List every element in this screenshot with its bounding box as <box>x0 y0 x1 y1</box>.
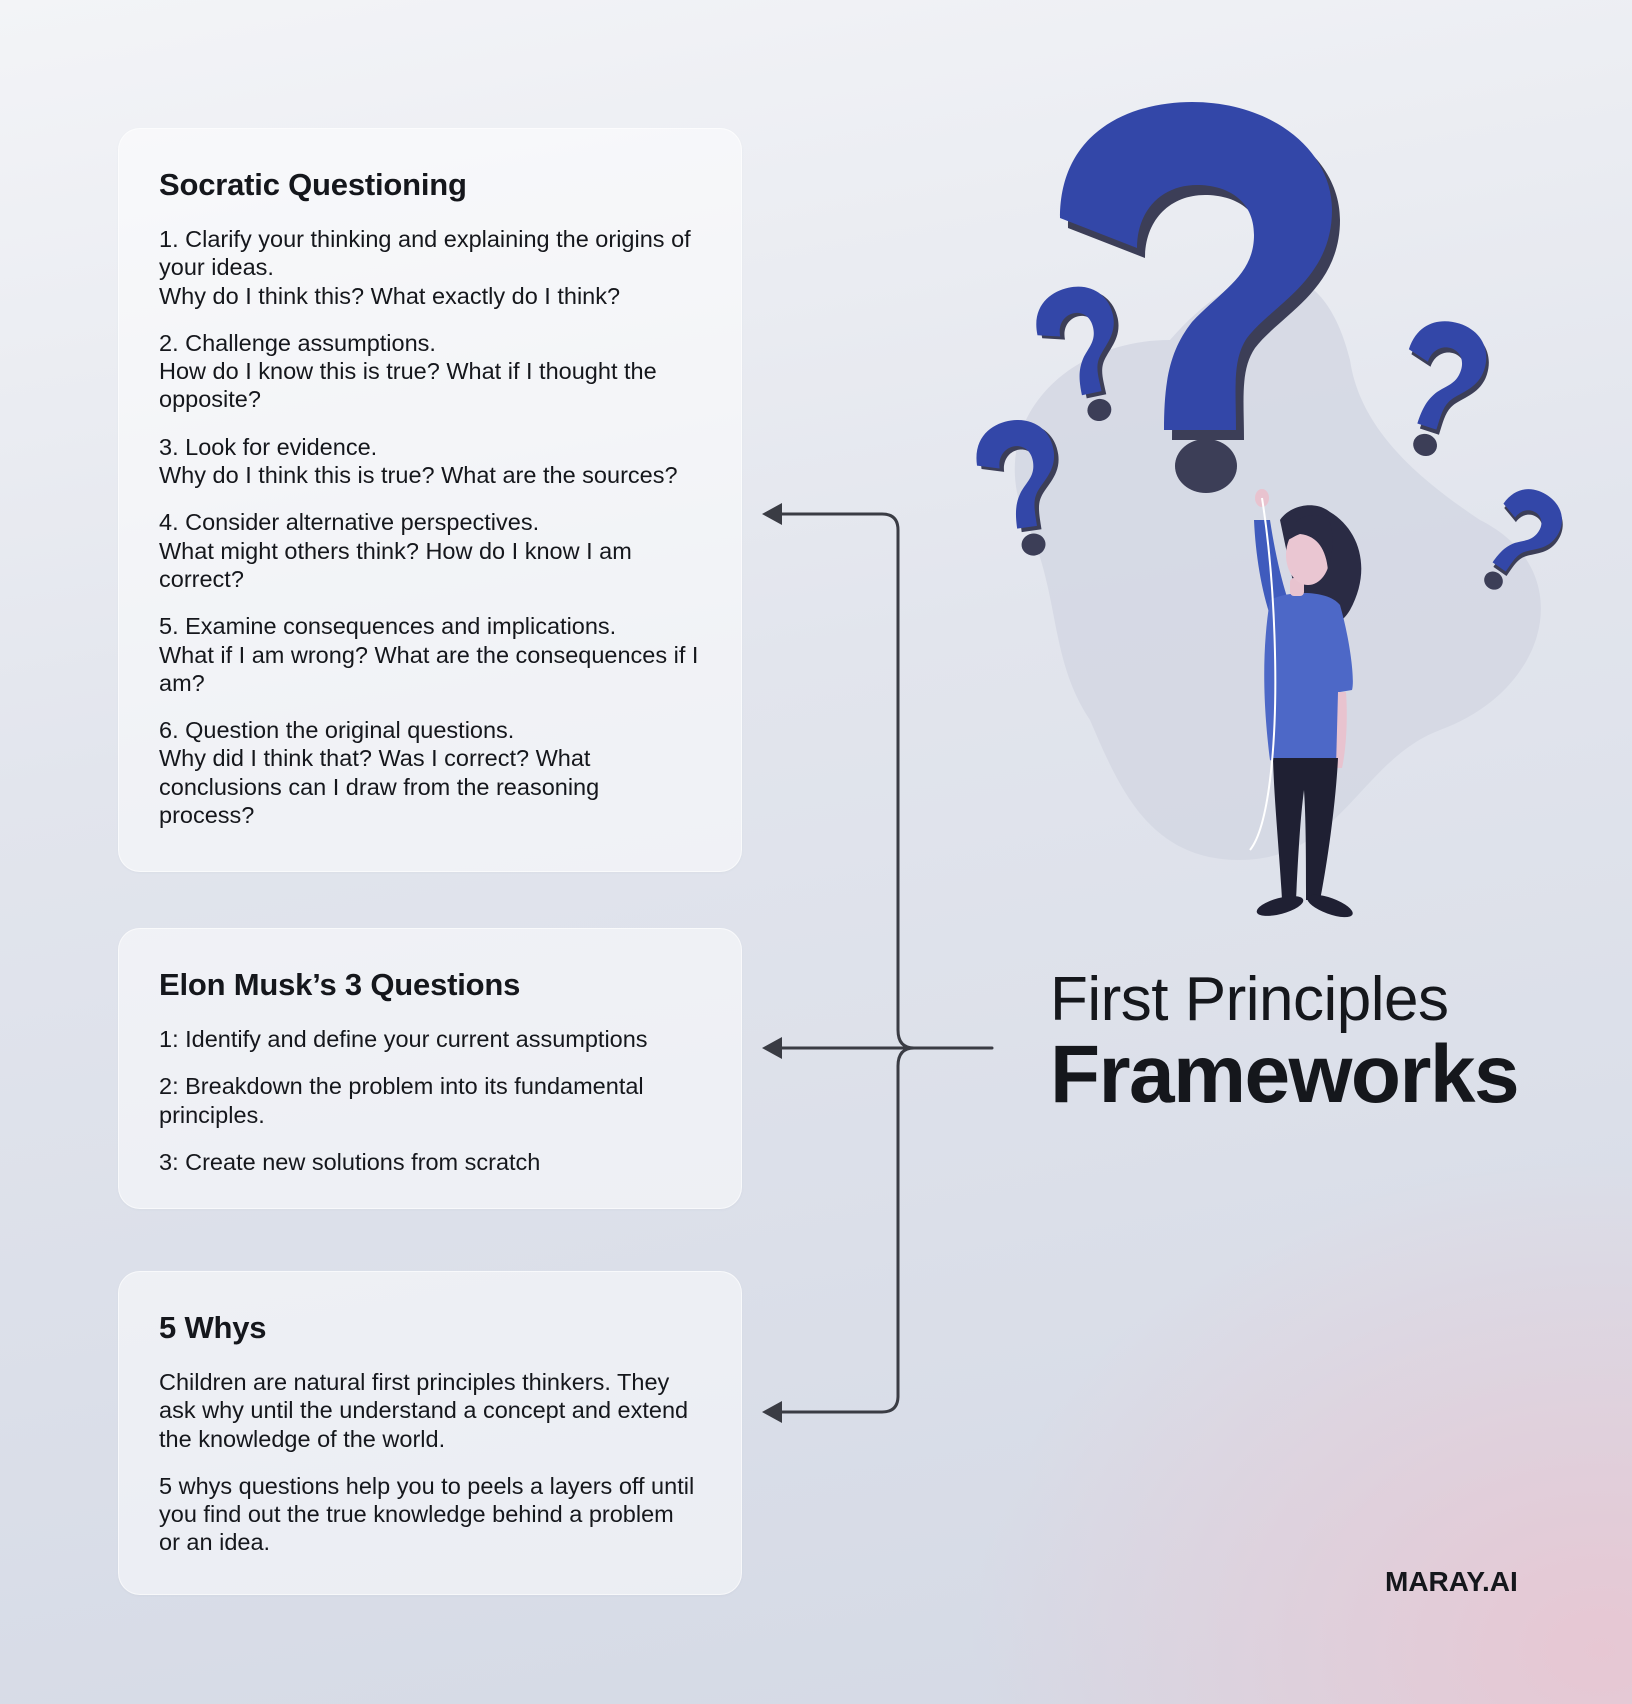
card-five-whys: 5 Whys Children are natural first princi… <box>118 1271 742 1595</box>
item-question: How do I know this is true? What if I th… <box>159 358 657 413</box>
headline: First Principles Frameworks <box>1050 965 1520 1120</box>
list-item: 5. Examine consequences and implications… <box>159 612 701 697</box>
question-mark-small-icon <box>1484 489 1563 590</box>
card-title: 5 Whys <box>159 1310 267 1345</box>
list-item: 2. Challenge assumptions. How do I know … <box>159 329 701 414</box>
card-elon-musk-questions: Elon Musk’s 3 Questions 1: Identify and … <box>118 928 742 1209</box>
item-heading: 2. Challenge assumptions. <box>159 329 436 356</box>
item-question: Why did I think that? Was I correct? Wha… <box>159 745 600 829</box>
question-mark-small-icon <box>1036 286 1119 422</box>
bracket-bottom-arm <box>780 1046 916 1414</box>
list-item: 3. Look for evidence. Why do I think thi… <box>159 433 701 490</box>
item-heading: 3. Look for evidence. <box>159 433 378 460</box>
person-figure <box>1249 489 1362 918</box>
item-heading: 1. Clarify your thinking and explaining … <box>159 226 691 281</box>
card-title: Elon Musk’s 3 Questions <box>159 967 521 1002</box>
paragraph: 5 whys questions help you to peels a lay… <box>159 1472 695 1556</box>
arrow-head-bottom <box>762 1401 782 1423</box>
question-mark-small-icon <box>1408 321 1489 457</box>
card-title: Socratic Questioning <box>159 167 467 202</box>
list-item: 2: Breakdown the problem into its fundam… <box>159 1073 644 1128</box>
bracket-top-arm <box>780 512 916 1050</box>
item-heading: 4. Consider alternative perspectives. <box>159 509 540 536</box>
arrow-head-top <box>762 503 782 525</box>
item-question: Why do I think this? What exactly do I t… <box>159 282 621 309</box>
headline-line2: Frameworks <box>1050 1029 1520 1120</box>
arrow-head-middle <box>762 1037 782 1059</box>
list-item: 6. Question the original questions. Why … <box>159 716 701 829</box>
item-question: What if I am wrong? What are the consequ… <box>159 641 699 696</box>
question-mark-small-icon <box>976 419 1059 556</box>
headline-line1: First Principles <box>1050 965 1449 1034</box>
list-item: 1. Clarify your thinking and explaining … <box>159 225 701 310</box>
brand-logo-text: MARAY.AI <box>1385 1566 1518 1597</box>
paragraph: Children are natural first principles th… <box>159 1369 689 1452</box>
list-item: 1: Identify and define your current assu… <box>159 1026 648 1052</box>
card-socratic-questioning: Socratic Questioning 1. Clarify your thi… <box>118 128 742 872</box>
item-question: What might others think? How do I know I… <box>159 537 632 592</box>
item-heading: 6. Question the original questions. <box>159 717 515 744</box>
list-item: 4. Consider alternative perspectives. Wh… <box>159 508 701 593</box>
item-question: Why do I think this is true? What are th… <box>159 462 678 489</box>
list-item: 3: Create new solutions from scratch <box>159 1148 541 1175</box>
question-mark-large-icon <box>1060 102 1340 493</box>
item-heading: 5. Examine consequences and implications… <box>159 613 617 640</box>
person-with-question-marks-illustration <box>976 102 1563 918</box>
